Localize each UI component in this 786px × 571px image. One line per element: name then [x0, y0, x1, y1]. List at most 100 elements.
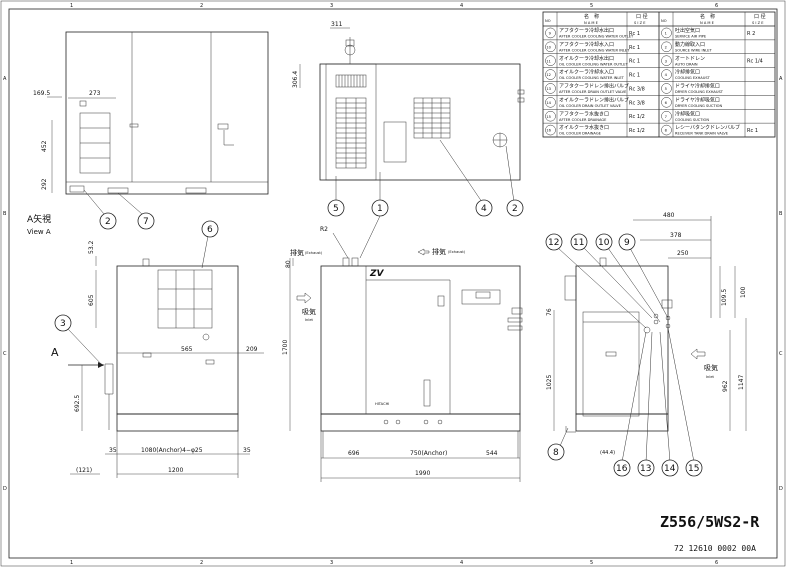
col-label: 5 — [590, 560, 593, 566]
view-a: A矢視 View A A 53.2 605 565 209 692.5 35 1… — [27, 213, 264, 478]
row-label: B — [3, 211, 7, 217]
inlet-label-jp: 吸気 — [302, 307, 316, 316]
view-a-label-jp: A矢視 — [27, 213, 51, 225]
dim-label: 273 — [89, 90, 101, 97]
callout-number: 15 — [688, 464, 699, 474]
header-name-jp: 名 称 — [584, 13, 599, 20]
part-name-en: AFTER COOLER DRAINAGE — [559, 118, 607, 122]
dim-label: 306.4 — [292, 71, 299, 88]
callout-4 — [475, 199, 493, 217]
part-name-jp: ドライヤ冷却排気口 — [675, 83, 720, 90]
part-name-jp: ドライヤ冷却吸気口 — [675, 96, 720, 103]
row-label: A — [3, 76, 7, 82]
part-size: Rc 1/2 — [629, 114, 645, 120]
row-label: D — [3, 486, 7, 492]
rear-outline — [319, 63, 521, 181]
col-label: 6 — [715, 3, 718, 9]
header-no: NO — [661, 19, 667, 23]
border-row-labels: A B C D A B C D — [3, 76, 783, 492]
callout-number: 3 — [60, 319, 66, 329]
border-column-labels: 1 2 3 4 5 6 1 2 3 4 5 6 — [70, 3, 718, 566]
dim-label: 605 — [88, 294, 95, 306]
dryer-suction-grille — [157, 269, 213, 329]
part-name-jp: 吐出空気口 — [675, 27, 700, 34]
col-label: 2 — [200, 3, 203, 9]
part-name-en: DRYER COOLING EXHAUST — [675, 90, 724, 94]
callout-number: 9 — [624, 238, 630, 248]
part-name-en: OIL COOLER DRAIN OUTLET VALVE — [559, 104, 622, 108]
col-label: 2 — [200, 560, 203, 566]
part-number: 3 — [665, 59, 667, 63]
part-name-jp: 動力線取入口 — [675, 41, 705, 48]
dim-label: 311 — [331, 21, 343, 28]
part-size: Rc 1 — [629, 45, 640, 51]
callout-7 — [137, 212, 155, 230]
header-name-en: N A M E — [700, 21, 715, 25]
callout-8 — [547, 443, 565, 461]
part-number: 8 — [665, 129, 668, 133]
callout-number: 10 — [598, 238, 610, 248]
col-label: 3 — [330, 560, 333, 566]
callout-10 — [595, 233, 613, 251]
header-name-en: N A M E — [584, 21, 599, 25]
part-name-en: AFTER COOLER COOLING WATER INLET — [559, 48, 630, 52]
callout-3 — [54, 314, 72, 332]
dim-label: 565 — [181, 346, 193, 353]
callout-2 — [99, 212, 117, 230]
callout-number: 12 — [548, 238, 559, 248]
dim-label: 452 — [41, 140, 48, 152]
callout-number: 14 — [664, 464, 676, 474]
nameplate: HITACHI — [375, 402, 389, 406]
dim-label: 1025 — [546, 375, 553, 390]
dim-label: 1990 — [415, 470, 430, 477]
col-label: 4 — [460, 3, 463, 9]
side-outline — [575, 265, 669, 415]
part-size: R 2 — [747, 31, 755, 37]
part-size: Rc 3/8 — [629, 100, 645, 106]
part-name-jp: オイルクーラ水抜き口 — [559, 124, 609, 131]
dim-label: 1700 — [282, 340, 289, 355]
callout-12 — [545, 233, 563, 251]
part-number: 2 — [665, 45, 667, 49]
part-size: Rc 1/2 — [629, 128, 645, 134]
header-size-en: S I Z E — [634, 21, 646, 25]
exhaust-label-en: (Exhaust) — [305, 251, 323, 255]
header-name-jp: 名 称 — [700, 13, 715, 20]
col-label: 1 — [70, 3, 73, 9]
row-label: A — [779, 76, 783, 82]
part-name-jp: アフタクーラ水抜き口 — [559, 110, 609, 117]
part-size: Rc 1 — [747, 128, 758, 134]
dim-label: 480 — [663, 212, 675, 219]
callout-9 — [618, 233, 636, 251]
model-number: Z556/5WS2-R — [660, 513, 760, 531]
inlet-label-jp: 吸気 — [704, 363, 718, 372]
dim-label: 378 — [670, 232, 682, 239]
part-name-en: COOLING EXHAUST — [675, 76, 711, 80]
part-number: 15 — [546, 115, 551, 119]
part-number: 6 — [665, 101, 668, 105]
part-name-en: COOLING SUCTION — [675, 118, 709, 122]
dim-label: 169.5 — [33, 90, 50, 97]
callout-number: 2 — [512, 204, 518, 214]
part-name-en: AFTER COOLER COOLING WATER OUTLET — [559, 35, 634, 39]
dim-label: 100 — [740, 286, 747, 298]
inlet-label-en: Inlet — [706, 375, 715, 379]
part-name-en: AFTER COOLER DRAIN OUTLET VALVE — [559, 90, 627, 94]
border-inner — [8, 8, 778, 559]
part-name-jp: レシーバタンクドレンバルブ — [675, 124, 740, 131]
dim-label: 109.5 — [721, 289, 728, 306]
callout-5 — [327, 199, 345, 217]
part-name-jp: アフタクーラドレン排出バルブ — [559, 83, 629, 90]
part-number: 14 — [546, 101, 551, 105]
dryer-grille — [335, 74, 367, 88]
part-name-en: AUTO DRAIN — [675, 62, 698, 66]
callout-6 — [201, 220, 219, 238]
part-name-jp: オイルクーラ冷却水入口 — [559, 69, 614, 76]
cabinet-outline — [65, 31, 269, 195]
dim-label: 292 — [41, 178, 48, 190]
callout-15 — [685, 459, 703, 477]
header-size-jp: 口 径 — [636, 13, 648, 20]
callout-number: 2 — [105, 217, 111, 227]
